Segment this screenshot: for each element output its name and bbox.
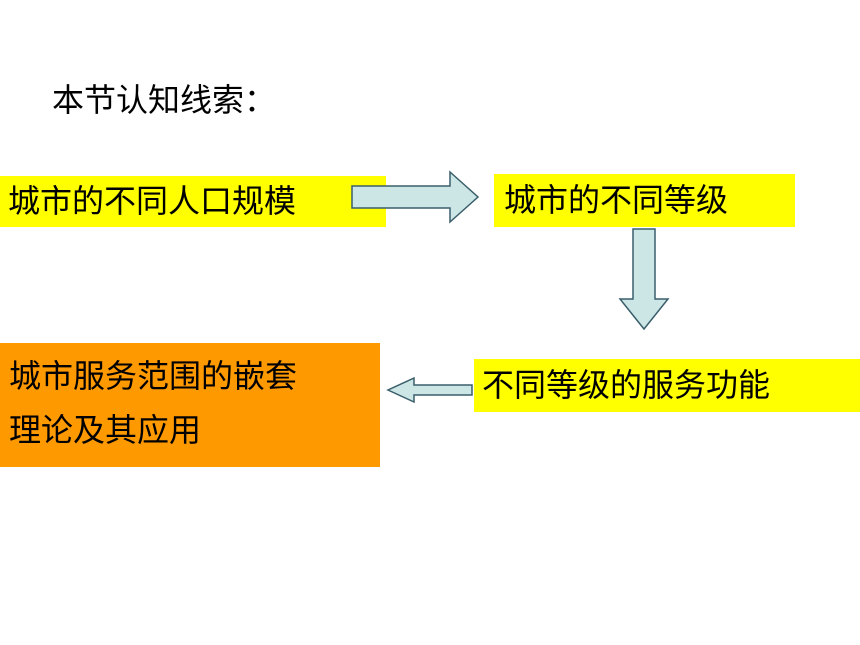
arrow-left-icon: [386, 376, 473, 404]
box-nested-theory-line2: 理论及其应用: [9, 411, 202, 449]
box-service-functions-label: 不同等级的服务功能: [482, 366, 771, 404]
box-population-size-label: 城市的不同人口规模: [8, 182, 297, 220]
arrow-right-icon: [351, 170, 480, 224]
box-city-levels-label: 城市的不同等级: [504, 181, 729, 219]
box-nested-theory-line1: 城市服务范围的嵌套: [9, 357, 298, 395]
box-population-size: 城市的不同人口规模: [0, 176, 386, 227]
arrow-down-icon: [618, 228, 670, 331]
box-nested-theory: 城市服务范围的嵌套 理论及其应用: [0, 343, 380, 467]
slide-title: 本节认知线索：: [52, 81, 277, 119]
box-city-levels: 城市的不同等级: [494, 174, 795, 227]
box-service-functions: 不同等级的服务功能: [474, 359, 860, 412]
